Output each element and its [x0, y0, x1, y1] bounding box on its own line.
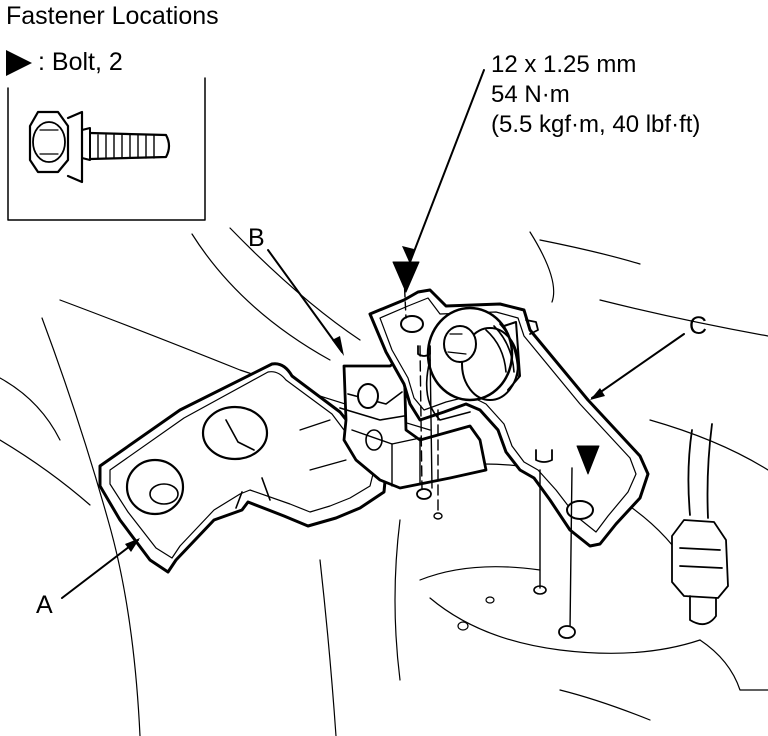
- bolt-marker-icon: [392, 261, 420, 293]
- callout-a-leader: [61, 539, 139, 599]
- bracket-c: [368, 288, 650, 548]
- background-body-panel: [0, 227, 768, 736]
- bolt-centerlines: [403, 275, 576, 639]
- leader-lines: [61, 69, 685, 599]
- bracket-a: [98, 362, 388, 574]
- filled-triangle-icon: [6, 49, 32, 76]
- callout-c-label: C: [689, 312, 708, 340]
- torque-spec: 12 x 1.25 mm 54 N·m (5.5 kgf·m, 40 lbf·f…: [491, 50, 700, 140]
- torque-leader-line: [409, 69, 485, 263]
- arrowheads: [125, 246, 605, 552]
- torque-spec-size: 12 x 1.25 mm: [491, 51, 637, 78]
- harness-connector: [671, 423, 729, 626]
- callout-a-label: A: [36, 591, 53, 619]
- bolt-icon: [28, 110, 171, 184]
- bolt-legend-text: : Bolt, 2: [38, 48, 123, 76]
- bolt-legend: : Bolt, 2: [6, 48, 123, 77]
- callout-c-leader: [591, 333, 685, 399]
- callout-b-leader: [267, 249, 343, 353]
- page-title: Fastener Locations: [6, 2, 219, 30]
- callout-b-label: B: [248, 224, 265, 252]
- bolt-marker-icon: [576, 445, 600, 475]
- legend-box: [7, 77, 206, 221]
- torque-spec-alt-units: (5.5 kgf·m, 40 lbf·ft): [491, 111, 701, 138]
- torque-spec-nm: 54 N·m: [491, 81, 570, 108]
- pulley-spacer: [425, 306, 521, 421]
- bracket-b: [339, 354, 488, 490]
